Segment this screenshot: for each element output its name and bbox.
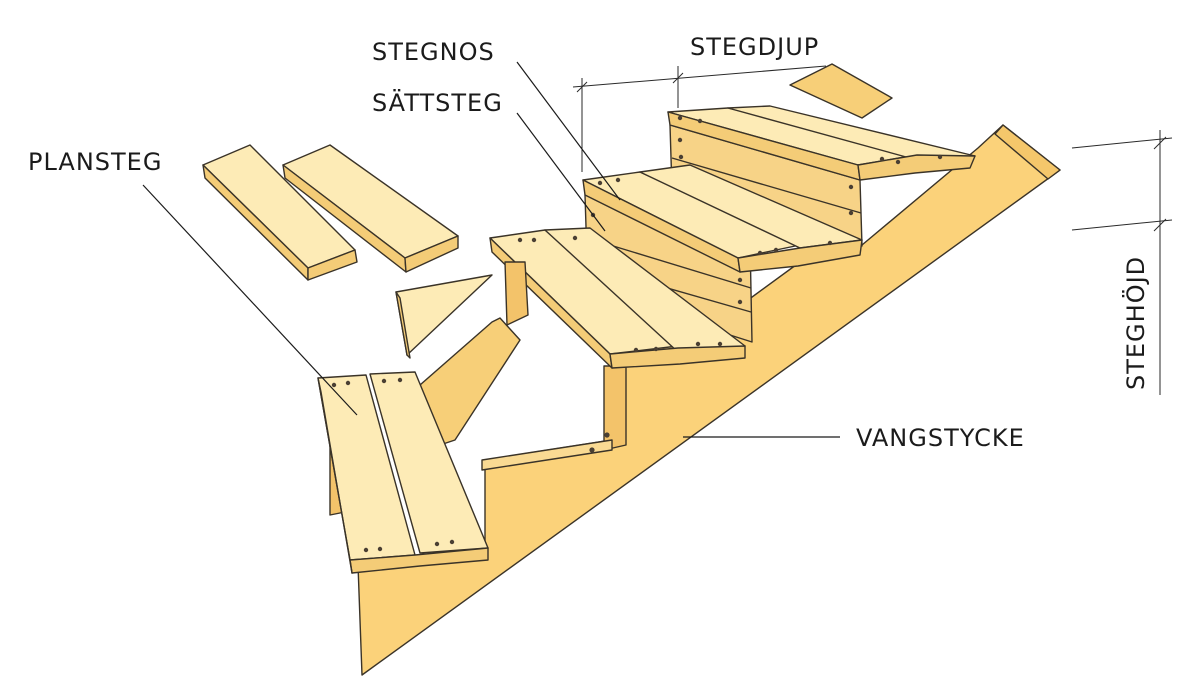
label-sattsteg: SÄTTSTEG <box>372 88 503 117</box>
loose-wedge-edge <box>395 291 411 359</box>
bottom-step <box>317 371 489 574</box>
stringer-top-face <box>994 124 1061 180</box>
bolt-hole <box>604 432 610 438</box>
bottom-tread-side <box>317 377 353 574</box>
loose-board-1-end <box>307 249 358 281</box>
lower-step-support <box>504 261 529 326</box>
sattsteg-leader <box>516 112 606 232</box>
lower-step <box>489 227 746 369</box>
top-tread-front-2 <box>857 154 976 181</box>
loose-board-2-end <box>404 235 459 273</box>
middle-tread-front-2 <box>737 239 863 273</box>
lower-tread-front-2 <box>609 345 746 369</box>
bolt-hole <box>589 447 595 453</box>
stegnos-leader <box>516 61 621 201</box>
far-stringer-upper <box>789 63 893 119</box>
steghojd-dimension <box>1071 130 1173 395</box>
label-vangstycke: VANGSTYCKE <box>856 424 1025 452</box>
top-step <box>667 105 976 247</box>
stringer-seat-lower <box>481 439 613 471</box>
label-steghojd: STEGHÖJD <box>1121 256 1150 390</box>
middle-step <box>582 164 863 343</box>
stegdjup-dimension <box>572 65 827 172</box>
label-stegdjup: STEGDJUP <box>690 33 819 61</box>
plansteg-leader <box>142 184 358 416</box>
loose-boards <box>202 144 493 359</box>
label-stegnos: STEGNOS <box>372 38 495 66</box>
label-plansteg: PLANSTEG <box>28 148 162 176</box>
